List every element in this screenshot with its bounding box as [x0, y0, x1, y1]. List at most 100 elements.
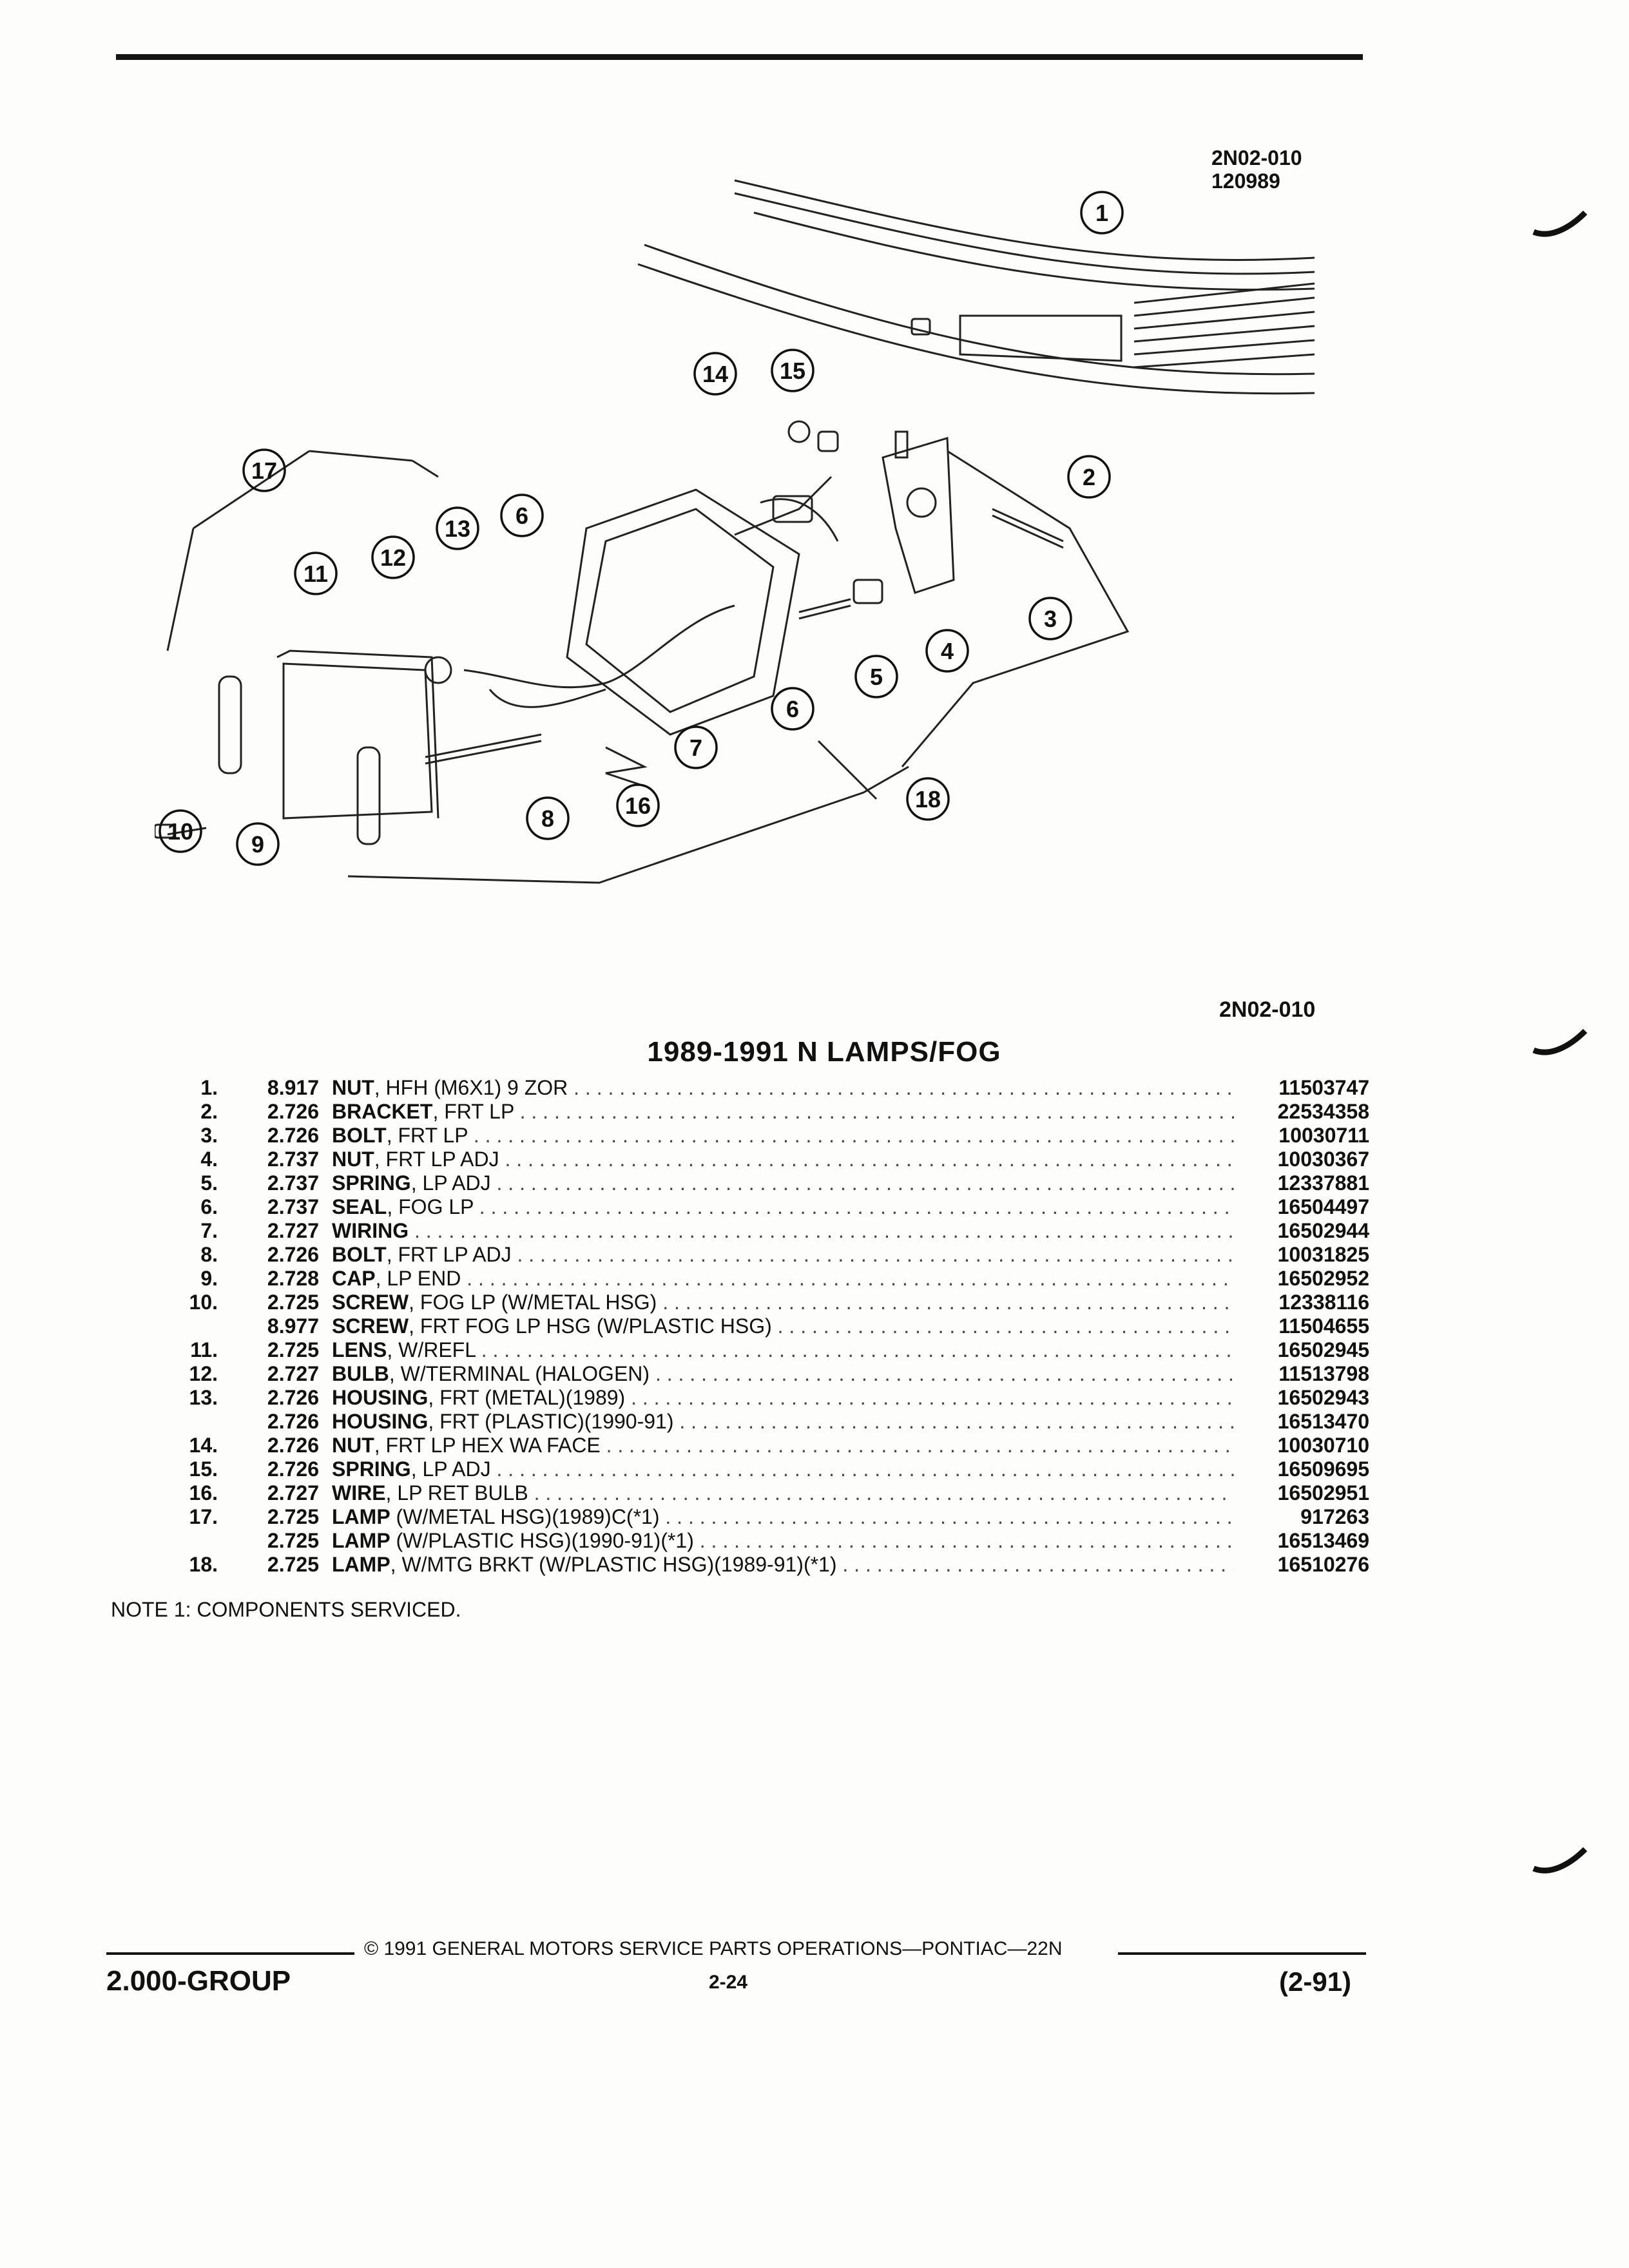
- item-number: 13.: [189, 1386, 218, 1409]
- group-code: 2.726: [267, 1243, 319, 1266]
- callout-4: 4: [925, 629, 969, 673]
- svg-text:1: 1: [1095, 200, 1108, 226]
- page-title: 1989-1991 N LAMPS/FOG: [647, 1036, 1001, 1068]
- part-detail: (W/PLASTIC HSG)(1990-91)(*1): [390, 1529, 694, 1552]
- group-code: 2.726: [267, 1457, 319, 1481]
- part-detail: , FRT (METAL)(1989): [428, 1386, 626, 1409]
- group-code: 2.726: [267, 1386, 319, 1409]
- svg-text:2: 2: [1083, 464, 1095, 490]
- part-description: NUT, FRT LP ADJ: [332, 1148, 1234, 1171]
- part-detail: , FRT FOG LP HSG (W/PLASTIC HSG): [409, 1314, 772, 1338]
- callout-11: 11: [294, 552, 338, 595]
- part-number: 16502952: [1277, 1267, 1369, 1290]
- part-name: BULB: [332, 1362, 389, 1385]
- part-number: 22534358: [1277, 1100, 1369, 1123]
- figure-date-code: 120989: [1211, 169, 1280, 193]
- svg-text:13: 13: [445, 515, 470, 542]
- item-number: 4.: [200, 1148, 218, 1171]
- svg-text:3: 3: [1044, 606, 1057, 632]
- part-detail: , FOG LP (W/METAL HSG): [409, 1291, 657, 1314]
- svg-text:16: 16: [625, 793, 651, 819]
- part-name: BOLT: [332, 1124, 387, 1147]
- part-name: LAMP: [332, 1529, 390, 1552]
- footer-rule-left: [106, 1952, 354, 1955]
- parts-row: 18. 2.725 LAMP, W/MTG BRKT (W/PLASTIC HSG)…: [129, 1553, 1369, 1577]
- svg-text:10: 10: [168, 818, 193, 845]
- part-name: HOUSING: [332, 1410, 429, 1433]
- group-code: 2.725: [267, 1553, 319, 1576]
- part-number: 10030367: [1277, 1148, 1369, 1171]
- item-number: 15.: [189, 1457, 218, 1481]
- part-detail: , HFH (M6X1) 9 ZOR: [374, 1076, 568, 1099]
- group-code: 8.917: [267, 1076, 319, 1099]
- part-description: SEAL, FOG LP: [332, 1195, 1234, 1219]
- part-detail: , W/MTG BRKT (W/PLASTIC HSG)(1989-91)(*1…: [390, 1553, 837, 1576]
- part-description: WIRING: [332, 1219, 1234, 1243]
- group-code: 2.728: [267, 1267, 319, 1290]
- part-name: NUT: [332, 1076, 374, 1099]
- figure-id-bottom: 2N02-010: [1219, 997, 1316, 1022]
- callout-16: 16: [616, 783, 660, 827]
- part-description: SPRING, LP ADJ: [332, 1457, 1234, 1481]
- part-name: HOUSING: [332, 1386, 429, 1409]
- item-number: 9.: [200, 1267, 218, 1290]
- fog-lamp-illustration: 1 2 3 4 5 6 6 7 8 9 10 11 12 13 14 15 16…: [153, 179, 1315, 884]
- part-number: 10030711: [1278, 1124, 1369, 1147]
- callout-18: 18: [906, 777, 950, 821]
- part-number: 16510276: [1277, 1553, 1369, 1576]
- svg-text:6: 6: [516, 503, 528, 529]
- callout-12: 12: [371, 535, 415, 579]
- parts-row: 15. 2.726 SPRING, LP ADJ 16509695: [129, 1457, 1369, 1481]
- part-detail: , W/REFL: [387, 1338, 476, 1361]
- svg-text:4: 4: [941, 638, 954, 664]
- item-number: 5.: [200, 1171, 218, 1195]
- part-number: 12337881: [1277, 1171, 1369, 1195]
- top-rule: [116, 54, 1363, 60]
- part-number: 16513469: [1277, 1529, 1369, 1552]
- item-number: 3.: [200, 1124, 218, 1147]
- part-description: SCREW, FOG LP (W/METAL HSG): [332, 1291, 1234, 1314]
- footer-revision: (2-91): [1279, 1966, 1352, 1997]
- group-code: 2.725: [267, 1505, 319, 1528]
- footnote: NOTE 1: COMPONENTS SERVICED.: [111, 1598, 461, 1621]
- group-code: 2.726: [267, 1410, 319, 1433]
- item-number: 17.: [189, 1505, 218, 1528]
- callout-9: 9: [236, 822, 280, 866]
- part-description: HOUSING, FRT (METAL)(1989): [332, 1386, 1234, 1410]
- item-number: 10.: [189, 1291, 218, 1314]
- part-detail: , FRT LP ADJ: [374, 1148, 499, 1171]
- group-code: 2.726: [267, 1434, 319, 1457]
- part-name: LAMP: [332, 1553, 390, 1576]
- binder-mark-icon: [1532, 210, 1588, 237]
- parts-row: 13. 2.726 HOUSING, FRT (METAL)(1989) 165029…: [129, 1386, 1369, 1410]
- group-code: 2.725: [267, 1338, 319, 1361]
- part-description: BULB, W/TERMINAL (HALOGEN): [332, 1362, 1234, 1386]
- callout-8: 8: [526, 796, 570, 840]
- part-description: LAMP (W/METAL HSG)(1989)C(*1): [332, 1505, 1234, 1529]
- part-detail: , FOG LP: [387, 1195, 474, 1218]
- part-number: 16502943: [1277, 1386, 1369, 1409]
- footer-copyright: © 1991 GENERAL MOTORS SERVICE PARTS OPER…: [364, 1938, 1063, 1959]
- callout-5: 5: [854, 655, 898, 698]
- item-number: 7.: [200, 1219, 218, 1242]
- callout-10: 10: [159, 809, 202, 853]
- part-description: LENS, W/REFL: [332, 1338, 1234, 1362]
- callout-6a: 6: [500, 494, 544, 537]
- item-number: 6.: [200, 1195, 218, 1218]
- part-detail: , LP ADJ: [410, 1171, 491, 1195]
- group-code: 2.726: [267, 1100, 319, 1123]
- part-name: SCREW: [332, 1314, 409, 1338]
- parts-row: 7.2.727WIRING16502944: [129, 1219, 1369, 1243]
- part-number: 10030710: [1277, 1434, 1369, 1457]
- part-number: 16509695: [1277, 1457, 1369, 1481]
- part-name: NUT: [332, 1434, 374, 1457]
- item-number: 18.: [189, 1553, 218, 1576]
